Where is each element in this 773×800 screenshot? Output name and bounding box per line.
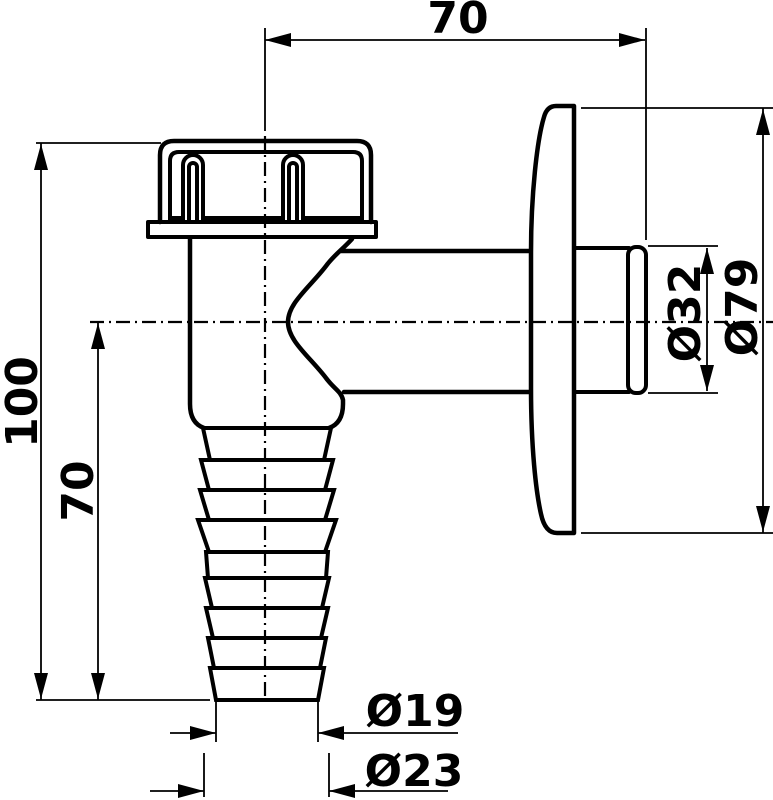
dim-plate-diameter: Ø79 (581, 107, 773, 534)
outlet-stub (572, 245, 648, 395)
dim-label-top-width: 70 (427, 0, 488, 44)
arrow-down (34, 673, 48, 699)
arrow-right (190, 726, 216, 740)
extension-line (203, 753, 330, 797)
dim-label-plate-diameter: Ø79 (717, 258, 768, 357)
dim-hose-barb-diameter: Ø23 (150, 746, 463, 798)
barb-ring (207, 666, 327, 702)
arrow-left (265, 33, 291, 47)
dim-axis-height: 70 (53, 322, 105, 700)
barb-ring (202, 576, 332, 610)
arrow-up (756, 109, 770, 135)
extension-line (36, 142, 210, 701)
dim-label-outlet-diameter: Ø32 (660, 264, 711, 363)
nut-flange (146, 220, 378, 239)
dim-label-hose-barb-diameter: Ø23 (365, 746, 464, 797)
arrow-down (91, 673, 105, 699)
barb-ring (203, 550, 331, 580)
arrow-left (329, 784, 355, 798)
dim-label-overall-height: 100 (0, 356, 48, 448)
thread-slot-right-outer (281, 153, 305, 224)
arrow-down (700, 365, 714, 391)
arrow-down (756, 506, 770, 532)
stub-end (626, 245, 648, 395)
hose-barb (195, 426, 339, 702)
arrow-right (619, 33, 645, 47)
extension-line (581, 107, 773, 534)
extension-line (215, 702, 319, 742)
plate-outline (528, 103, 577, 536)
arrow-up (34, 144, 48, 170)
centerlines (90, 136, 773, 702)
arrow-up (700, 248, 714, 274)
barb-ring (198, 458, 336, 492)
barb-ring (205, 636, 329, 670)
dim-label-axis-height: 70 (53, 460, 104, 521)
barb-ring (203, 606, 331, 640)
dim-label-hose-tip-diameter: Ø19 (366, 686, 465, 737)
dim-hose-tip-diameter: Ø19 (170, 686, 464, 742)
barb-ring (200, 426, 334, 462)
arrow-right (178, 784, 204, 798)
arrow-up (91, 323, 105, 349)
nut-inner-outline (168, 150, 364, 224)
wall-plate (528, 103, 577, 536)
trap-body (187, 235, 355, 431)
thread-slot-left-outer (181, 153, 205, 224)
dim-overall-height: 100 (0, 142, 210, 701)
thread-slot-left-inner (187, 161, 199, 224)
dim-outlet-diameter: Ø32 (648, 245, 718, 394)
barb-ring (195, 518, 339, 554)
extension-line (648, 245, 718, 394)
arrow-left (318, 726, 344, 740)
thread-slot-right-inner (287, 161, 299, 224)
body-s-curve (285, 236, 355, 431)
dim-top-width: 70 (264, 0, 647, 240)
outlet-arm (338, 248, 539, 395)
barb-ring (197, 488, 337, 522)
extension-line (264, 28, 647, 240)
body-left-wall (187, 235, 207, 431)
union-nut (146, 138, 378, 239)
